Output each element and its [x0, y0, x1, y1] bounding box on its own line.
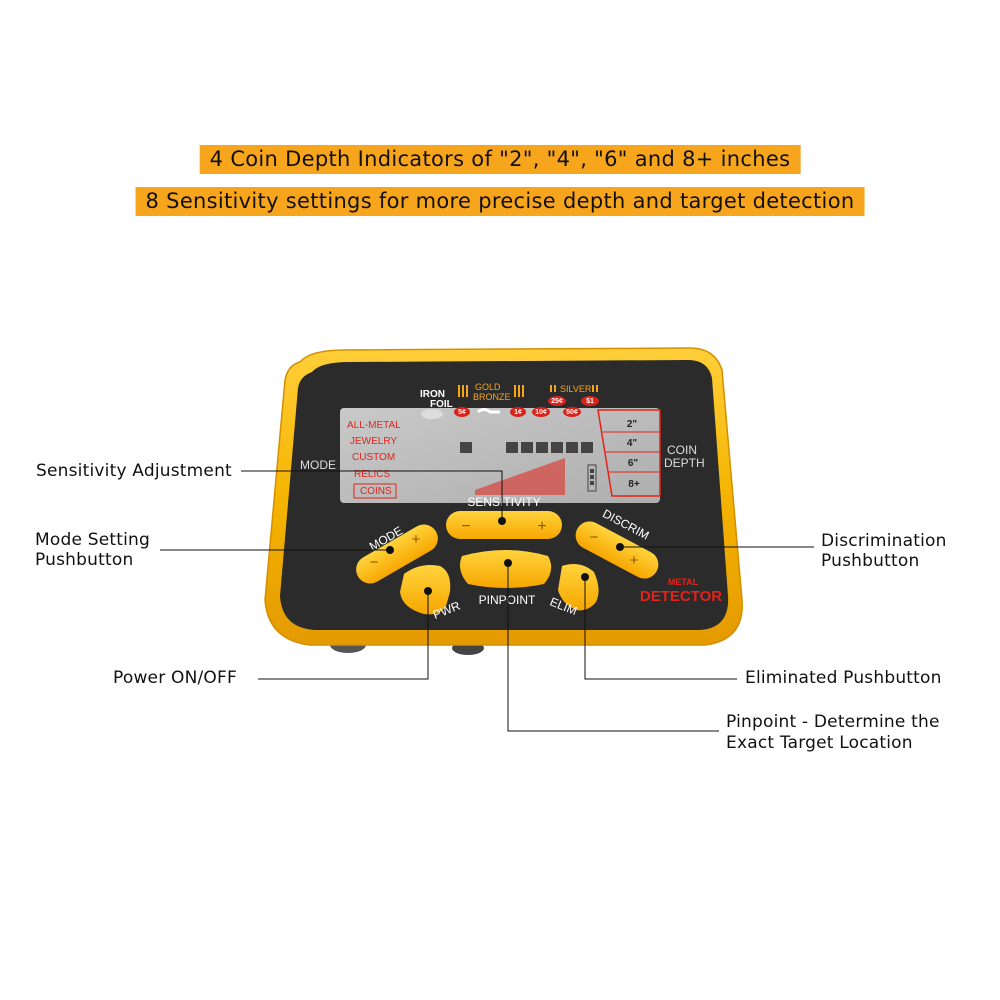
coin-label: COIN	[667, 443, 697, 457]
mode-coins: COINS	[360, 486, 392, 497]
line-sensitivity	[241, 470, 503, 521]
lcd-foil: FOIL	[430, 399, 453, 410]
coin-10c: 10¢	[535, 409, 547, 416]
sensitivity-minus: −	[461, 518, 470, 535]
callout-discrim-line2: Pushbutton	[821, 550, 920, 571]
callout-power: Power ON/OFF	[113, 668, 237, 688]
pinpoint-button[interactable]	[460, 550, 552, 588]
callout-discrim-line1: Discrimination	[821, 531, 947, 551]
lcd-silver: SILVER	[560, 384, 592, 394]
callout-mode-setting: Mode Setting Pushbutton	[35, 530, 150, 570]
callout-pinpoint-line2: Exact Target Location	[726, 733, 913, 754]
sensitivity-plus: +	[537, 518, 546, 535]
sensitivity-bargraph	[475, 458, 565, 495]
mode-all-metal: ALL-METAL	[347, 420, 401, 431]
callout-sensitivity: Sensitivity Adjustment	[36, 461, 232, 481]
lcd-gold: GOLD	[475, 382, 501, 392]
callout-lines	[160, 470, 814, 732]
mode-rocker[interactable]	[351, 519, 443, 588]
coin-1c: 1¢	[514, 409, 522, 416]
lcd-segments	[460, 442, 593, 453]
discrim-minus: −	[590, 529, 599, 546]
callout-mode-line1: Mode Setting	[35, 530, 150, 550]
coin-5c: 5¢	[458, 409, 466, 416]
line-power	[258, 591, 429, 680]
pinpoint-label: PINPOINT	[479, 593, 536, 607]
callout-discrimination: Discrimination Pushbutton	[821, 531, 947, 571]
callout-mode-line2: Pushbutton	[35, 549, 134, 570]
discrim-plus: +	[630, 552, 639, 569]
callout-pinpoint: Pinpoint - Determine the Exact Target Lo…	[726, 712, 940, 755]
mode-side-label: MODE	[300, 458, 336, 472]
level-ticks	[458, 385, 598, 397]
brand-detector: DETECTOR	[640, 588, 722, 605]
lcd-screen	[340, 408, 660, 503]
callout-pinpoint-line1: Pinpoint - Determine the	[726, 712, 940, 732]
mode-list: ALL-METAL JEWELRY CUSTOM RELICS COINS	[347, 420, 401, 497]
mode-relics: RELICS	[354, 469, 390, 480]
lcd-bronze: BRONZE	[473, 392, 511, 402]
banner-coin-depth: 4 Coin Depth Indicators of "2", "4", "6"…	[199, 145, 801, 174]
mode-jewelry: JEWELRY	[350, 436, 397, 447]
depth-scale: 2" 4" 6" 8+	[597, 409, 661, 497]
banner-sensitivity: 8 Sensitivity settings for more precise …	[135, 187, 865, 216]
line-pinpoint	[507, 563, 719, 732]
coin-1dollar: $1	[586, 398, 594, 405]
callout-eliminated: Eliminated Pushbutton	[745, 668, 942, 688]
battery-icon	[587, 464, 597, 492]
callout-dots	[386, 517, 624, 595]
coin-50c: 50¢	[566, 409, 578, 416]
depth-label: DEPTH	[664, 456, 705, 470]
brand-metal: METAL	[668, 577, 699, 587]
discrim-rocker[interactable]	[571, 517, 664, 584]
lcd-iron: IRON	[420, 389, 445, 400]
depth-2: 2"	[627, 419, 638, 430]
sensitivity-rocker[interactable]	[446, 511, 562, 539]
coin-25c: 25¢	[551, 398, 563, 405]
depth-4: 4"	[627, 438, 638, 449]
depth-8plus: 8+	[628, 479, 640, 490]
mode-coins-frame	[353, 483, 397, 499]
mode-minus: −	[370, 554, 379, 571]
line-elim	[584, 577, 737, 680]
depth-6: 6"	[628, 458, 639, 469]
sensitivity-label: SENSITIVITY	[467, 495, 540, 509]
pulltab-icon	[477, 408, 500, 414]
coin-badges: 5¢ 1¢ 10¢ 25¢ 50¢ $1	[454, 396, 599, 417]
foil-icon	[421, 409, 443, 419]
mode-custom: CUSTOM	[352, 452, 395, 463]
mode-plus: +	[412, 531, 421, 548]
